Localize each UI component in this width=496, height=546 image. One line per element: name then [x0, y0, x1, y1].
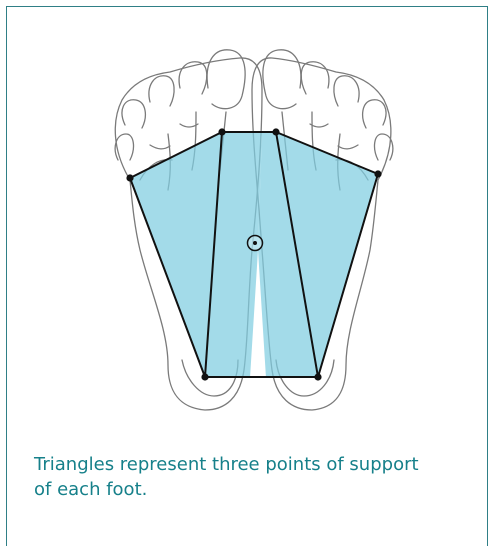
circled-dot-icon [248, 236, 263, 251]
support-point [126, 174, 133, 181]
feet-diagram [0, 0, 496, 420]
support-point [374, 170, 381, 177]
support-triangles [126, 128, 381, 380]
support-point [314, 373, 321, 380]
caption-line-2: of each foot. [34, 477, 474, 502]
right-support-triangle [258, 132, 378, 378]
support-point [272, 128, 279, 135]
caption-line-1: Triangles represent three points of supp… [34, 452, 474, 477]
support-point [201, 373, 208, 380]
support-point [218, 128, 225, 135]
figure-caption: Triangles represent three points of supp… [34, 452, 474, 502]
